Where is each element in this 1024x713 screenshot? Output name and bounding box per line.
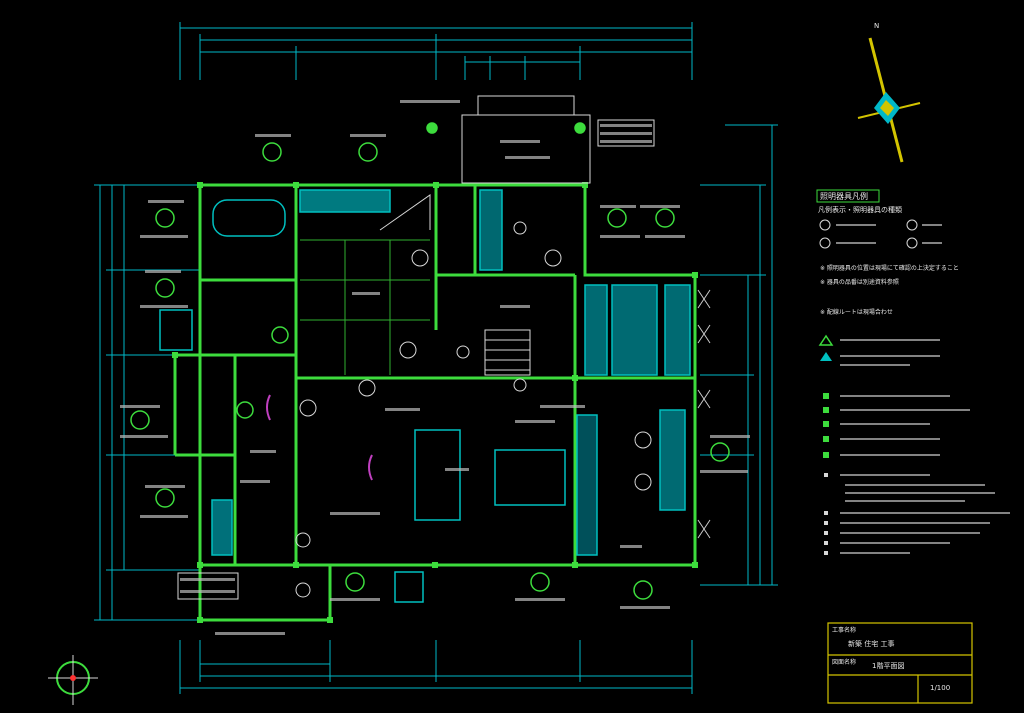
counter-shelf bbox=[299, 189, 391, 213]
title-block-scale: 1/100 bbox=[930, 684, 950, 692]
left-dimensions bbox=[94, 184, 200, 621]
porch-outline bbox=[461, 95, 591, 184]
title-block-drawing: 1階平面図 bbox=[872, 661, 904, 670]
exterior-walls bbox=[173, 183, 697, 622]
living-table bbox=[414, 429, 461, 521]
legend-note-1: ※ 照明器具の位置は現場にて確認の上決定すること bbox=[820, 264, 959, 272]
title-block-project: 新築 住宅 工事 bbox=[848, 639, 894, 648]
door-swings bbox=[266, 394, 373, 481]
entrance-note-frame bbox=[177, 572, 239, 600]
legend-title: 照明器具凡例 bbox=[820, 191, 868, 201]
closet-left bbox=[584, 284, 608, 376]
kitchen-cabinet bbox=[659, 409, 686, 511]
legend-note-2: ※ 器具の品番は別途資料参照 bbox=[820, 278, 899, 286]
porch-note-frame bbox=[597, 119, 655, 147]
legend-subtitle: 凡例表示・照明器具の種類 bbox=[818, 205, 902, 214]
fixtures bbox=[159, 189, 691, 603]
lighting-symbols bbox=[130, 122, 730, 600]
compass-icon bbox=[48, 655, 98, 705]
title-block bbox=[827, 622, 973, 704]
annotation-marks bbox=[120, 100, 750, 635]
ceiling-lights bbox=[295, 221, 652, 598]
top-dimensions bbox=[179, 22, 693, 80]
legend: 照明器具凡例 凡例表示・照明器具の種類 ※ 照明器具の位置は現場にて確認の上決定… bbox=[816, 189, 1010, 555]
bottom-dimensions bbox=[179, 640, 693, 694]
window-markers bbox=[697, 289, 711, 539]
closet-mid bbox=[611, 284, 658, 376]
kitchen-counter bbox=[576, 414, 598, 556]
entrance-shoe-box bbox=[211, 499, 233, 556]
north-label: N bbox=[874, 22, 879, 30]
wall-junction-markers bbox=[172, 182, 698, 623]
title-block-project-label: 工事名称 bbox=[832, 626, 856, 634]
bathtub bbox=[212, 199, 286, 237]
floor-grid bbox=[300, 239, 430, 375]
legend-title-box bbox=[816, 189, 880, 203]
entrance-step bbox=[394, 571, 424, 603]
title-block-drawing-label: 図面名称 bbox=[832, 658, 856, 666]
north-arrow-icon: N bbox=[857, 22, 921, 163]
dining-table bbox=[494, 449, 566, 506]
stairs bbox=[379, 194, 531, 376]
closet-right bbox=[664, 284, 691, 376]
washer-space bbox=[159, 309, 193, 351]
stair-storage bbox=[479, 189, 503, 271]
right-dimensions bbox=[700, 124, 778, 586]
legend-note-3: ※ 配線ルートは現場合わせ bbox=[820, 308, 893, 316]
